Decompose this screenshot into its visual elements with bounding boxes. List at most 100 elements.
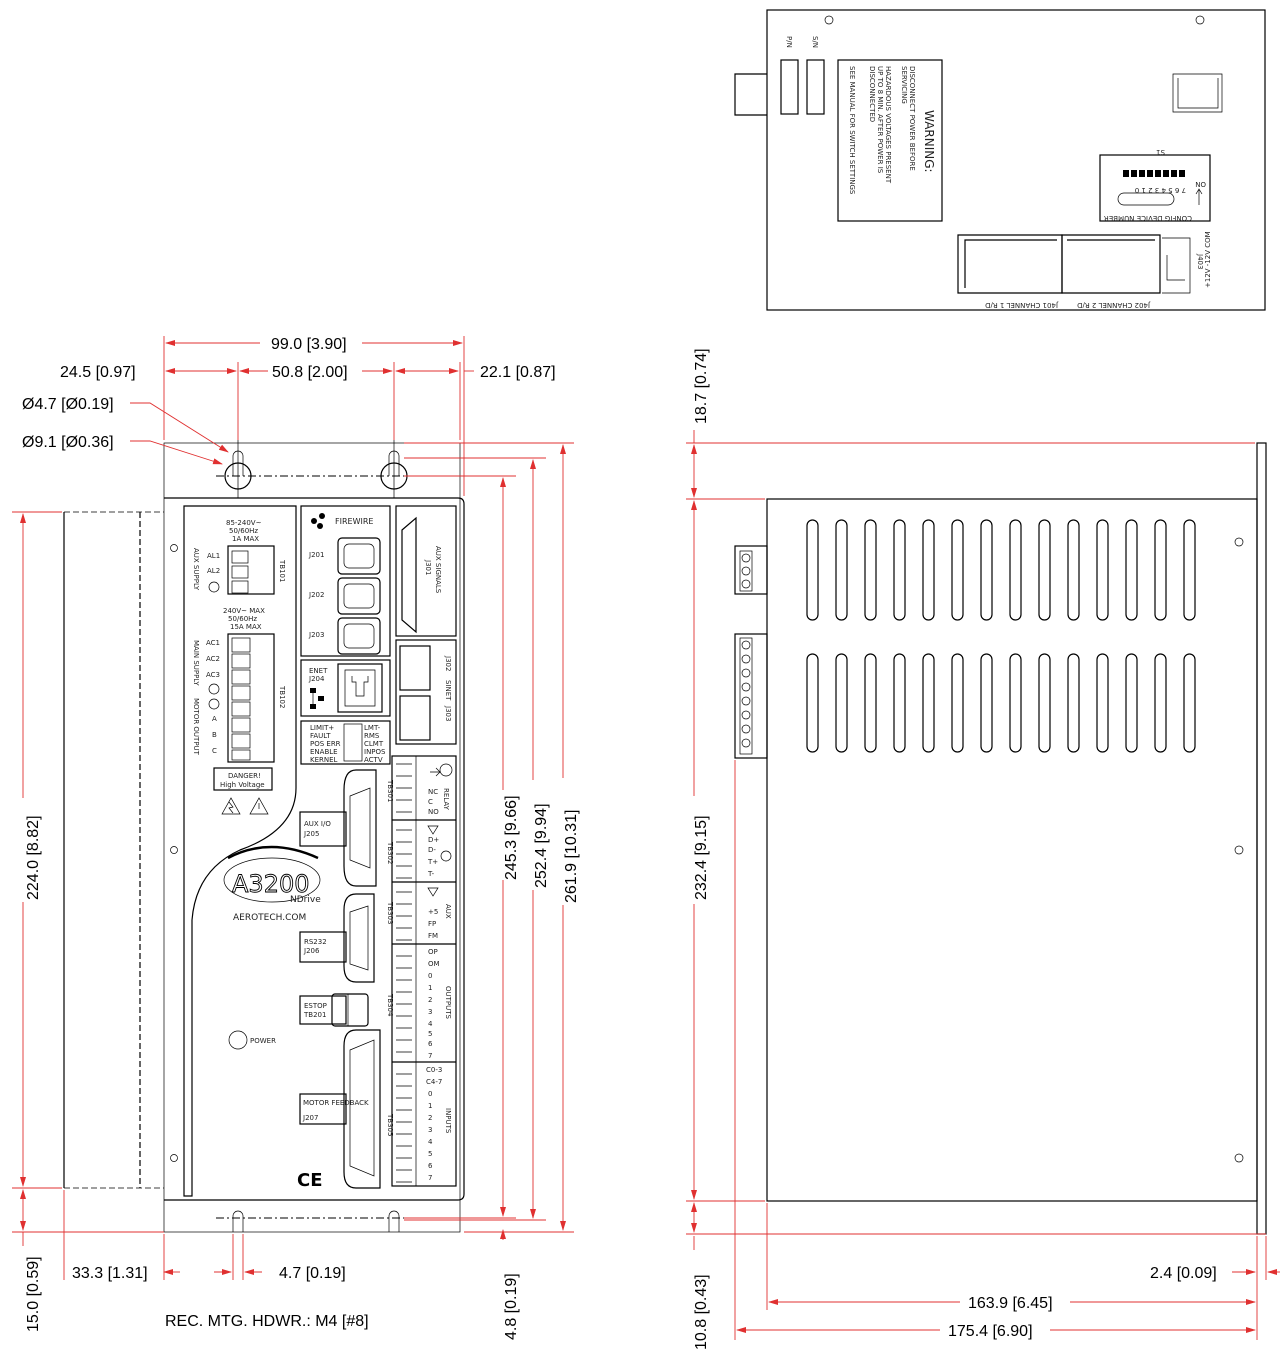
in-pin: 0 [428,1090,432,1098]
estop-label [299,995,347,1025]
side-connector-bottom [734,633,768,759]
rs232-text: RS232 [304,938,327,946]
dim-side-height: 232.4 [9.15] [693,815,710,900]
front-view: 85-240V~ 50/60Hz 1A MAX AL1 AL2 AUX SUPP… [63,440,465,1233]
dim-width-overall: 99.0 [3.90] [271,336,347,353]
terminal-strip-cells [392,819,456,1063]
ac1-text: AC1 [206,639,220,647]
status-right: CLMT [364,740,384,748]
out-pin: 7 [428,1052,432,1060]
j402-connector [1061,234,1161,294]
motor-output-text: MOTOR OUTPUT [192,698,200,756]
vent-slots [806,519,1196,753]
dim-side-depth-overall: 175.4 [6.90] [948,1323,1033,1340]
switch-on-text: ON [1195,180,1206,188]
j201-text: J201 [308,551,324,559]
switch-slot [1117,192,1175,206]
main-rating-line: 240V~ MAX [223,607,265,615]
in-pin: 6 [428,1162,433,1170]
dim-slot-height: 4.8 [0.19] [503,1273,520,1340]
encoder-indicator-icon [440,850,452,862]
j301-text: J301 [424,559,432,575]
j203-port [337,617,381,655]
aux-text: AUX [444,904,452,919]
side-view-flange [1256,442,1267,1235]
top-view-bracket [1172,73,1223,113]
tb102-text: TB102 [278,685,286,708]
sn-label-area [806,59,825,115]
config-text: CONFIG DEVICE NUMBER [1104,214,1192,222]
aux-rating-line: 50/60Hz [229,527,258,535]
dip-switch-panel [1099,154,1211,222]
dim-side-top-offset: 18.7 [0.74] [693,348,710,424]
side-screw [1234,1153,1244,1163]
ce-mark: CE [297,1170,323,1191]
tb201-terminal [331,993,369,1027]
ground-icon [208,683,220,695]
dim-height-body: 224.0 [8.82] [25,815,42,900]
aux-signals-text: AUX SIGNALS [434,546,442,594]
j206-connector [343,893,375,983]
warning-title: WARNING: [922,110,936,173]
warning-label [837,59,943,222]
terminal-contacts [396,763,412,1183]
status-led-window [343,723,363,762]
a3200-logo: A3200 NDrive [223,845,321,905]
outputs-text: OUTPUTS [444,986,452,1020]
tb102-terminal [227,633,275,763]
top-view-outline [766,9,1266,311]
aux-arrow-icon [427,887,439,897]
dim-side-depth: 163.9 [6.45] [968,1295,1053,1312]
aux-rating-line: 85-240V~ [226,519,262,527]
dim-bottom-offset: 15.0 [0.59] [25,1256,42,1332]
warning-line: SEE MANUAL FOR SWITCH SETTINGS [848,66,856,195]
j202-text: J202 [308,591,324,599]
main-supply-text: MAIN SUPPLY [192,640,200,686]
status-right: RMS [364,732,380,740]
arrow-icon [430,767,441,777]
j402-text: J402 CHANNEL 2 R/D [1077,301,1151,309]
j401-connector [957,234,1063,294]
high-voltage-text: High Voltage [220,781,265,789]
top-view: P/N S/N WARNING: DISCONNECT POWER BEFORE… [734,9,1266,311]
j403-connector [1162,237,1191,294]
tb302-text: TB302 [386,841,394,864]
j302-text: J302 [444,655,452,671]
switch-on-arrow [1195,188,1203,205]
power-text: POWER [250,1037,276,1045]
status-right: LMT- [364,724,381,732]
top-view-connector [734,73,767,116]
aux-signals-block [395,505,457,637]
tb305-text: TB305 [386,1113,394,1136]
status-left: POS ERR [310,740,341,748]
inputs-text: INPUTS [444,1108,452,1134]
relay-pin: C [428,798,433,806]
relay-pin: NO [428,808,439,816]
main-rating-line: 15A MAX [230,623,262,631]
in-pin: 7 [428,1174,432,1182]
dimension-lines [12,336,1280,1340]
warning-line: DISCONNECTED [868,66,876,122]
tb303-text: TB303 [386,901,394,924]
status-left: FAULT [310,732,331,740]
out-pin: 4 [428,1020,433,1028]
out-pin: 6 [428,1040,433,1048]
j302-port [399,645,431,691]
j403-text: J403 [1196,253,1204,269]
phase-a-text: A [212,715,217,723]
j207-connector [343,1029,381,1189]
estop-text: ESTOP [304,1002,327,1010]
firewire-text: FIREWIRE [335,517,373,526]
in-pin: 3 [428,1126,432,1134]
power-panel [183,505,297,1197]
panel-screw [170,544,178,552]
j201-port [337,537,381,575]
ac3-text: AC3 [206,671,220,679]
tb101-terminal [227,545,275,595]
ac2-text: AC2 [206,655,220,663]
side-connector-top [734,545,768,595]
dim-height-top-hole: 252.4 [9.94] [533,803,550,888]
j204-port [337,663,383,713]
j205-text: J205 [303,830,319,838]
